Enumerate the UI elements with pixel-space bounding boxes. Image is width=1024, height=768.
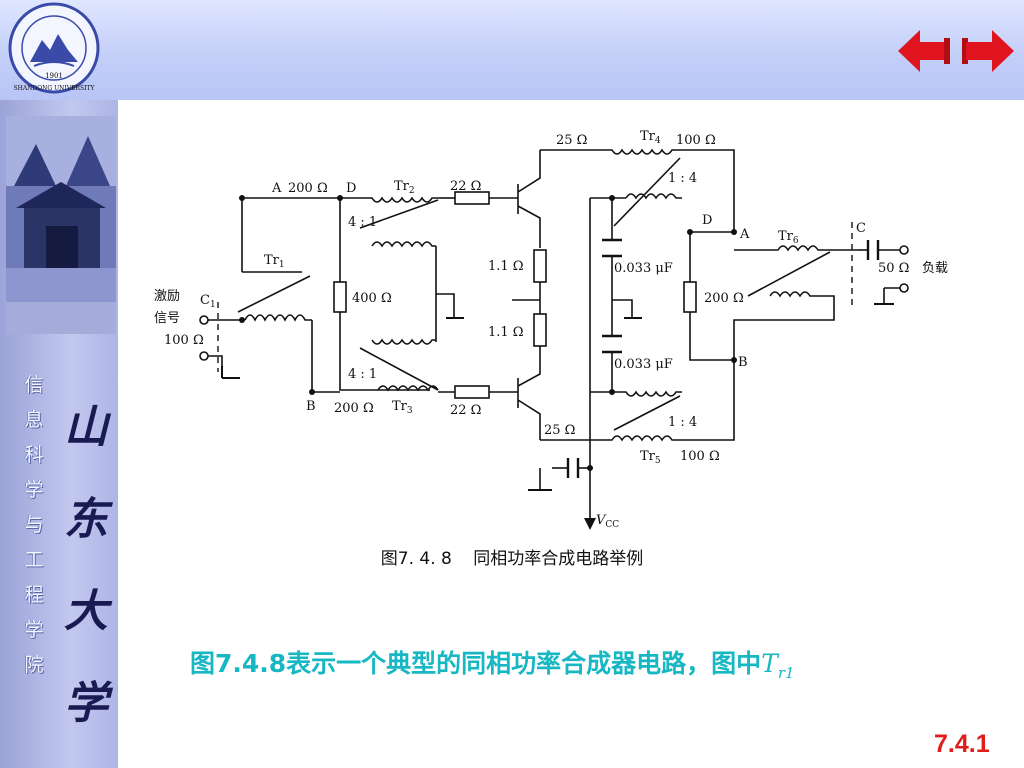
resistor-label: 22 Ω xyxy=(450,179,481,194)
arrow-left-icon[interactable] xyxy=(896,28,952,74)
ratio-label: 4 : 1 xyxy=(348,367,377,382)
capacitor-label: 0.033 μF xyxy=(614,261,673,276)
resistor-label: 100 Ω xyxy=(680,449,720,464)
department-char: 工 xyxy=(24,549,44,571)
figure-caption: 图7. 4. 8 同相功率合成电路举例 xyxy=(0,544,1024,569)
ratio-label: 4 : 1 xyxy=(348,215,377,230)
arrow-right-icon[interactable] xyxy=(960,28,1016,74)
transformer-label: Tr1 xyxy=(264,253,285,270)
page-number: 7.4.1 xyxy=(934,730,990,758)
shandong-university-seal-icon: 1901 SHANDONG UNIVERSITY xyxy=(8,2,100,94)
description-body: 图7.4.8表示一个典型的同相功率合成器电路，图中 xyxy=(190,649,762,678)
description-subscript: r1 xyxy=(777,664,795,682)
load-label: 负载 xyxy=(922,261,948,276)
transformer-label: Tr3 xyxy=(392,399,413,416)
department-char: 与 xyxy=(24,514,44,536)
signal-label: 信号 xyxy=(154,311,180,326)
transformer-label: Tr5 xyxy=(640,449,661,466)
transformer-label: Tr2 xyxy=(394,179,415,196)
power-combiner-circuit-diagram: A 200 Ω D Tr2 22 Ω 4 : 1 Tr1 400 Ω 激励 信号… xyxy=(154,129,948,530)
node-label: C xyxy=(856,221,866,236)
header-bar xyxy=(0,0,1024,100)
capacitor-label: 0.033 μF xyxy=(614,357,673,372)
node-label: A xyxy=(739,227,750,242)
seal-name: SHANDONG UNIVERSITY xyxy=(14,85,96,92)
department-name: 信 息 科 学 与 工 程 学 院 xyxy=(20,368,48,683)
resistor-label: 200 Ω xyxy=(334,401,374,416)
department-char: 息 xyxy=(24,409,44,431)
resistor-label: 50 Ω xyxy=(878,261,909,276)
description-variable: T xyxy=(761,649,778,678)
university-char: 学 xyxy=(64,678,108,729)
vcc-label: VCC xyxy=(596,513,619,530)
department-char: 院 xyxy=(24,654,44,676)
resistor-label: 200 Ω xyxy=(704,291,744,306)
ratio-label: 1 : 4 xyxy=(668,415,697,430)
transformer-label: Tr4 xyxy=(640,129,661,146)
node-label: B xyxy=(738,355,748,370)
node-label: D xyxy=(346,181,356,196)
resistor-label: 200 Ω xyxy=(288,181,328,196)
resistor-label: 1.1 Ω xyxy=(488,259,524,274)
seal-year: 1901 xyxy=(45,72,63,80)
university-char: 东 xyxy=(64,494,108,545)
department-char: 学 xyxy=(24,479,44,501)
figure-title: 同相功率合成电路举例 xyxy=(473,549,644,569)
university-char: 大 xyxy=(64,586,108,637)
node-label: D xyxy=(702,213,712,228)
university-char: 山 xyxy=(64,402,108,453)
node-label: A xyxy=(271,181,282,196)
department-char: 程 xyxy=(24,584,44,606)
description-text: 图7.4.8表示一个典型的同相功率合成器电路，图中Tr1 xyxy=(190,644,795,682)
resistor-label: 25 Ω xyxy=(556,133,587,148)
node-label: B xyxy=(306,399,316,414)
resistor-label: 22 Ω xyxy=(450,403,481,418)
node-label: C1 xyxy=(200,293,216,310)
department-char: 学 xyxy=(24,619,44,641)
department-char: 信 xyxy=(24,374,44,396)
resistor-label: 25 Ω xyxy=(544,423,575,438)
campus-gate-photo-icon xyxy=(6,116,116,334)
resistor-label: 400 Ω xyxy=(352,291,392,306)
university-calligraphy: 山 东 大 学 xyxy=(58,382,114,750)
resistor-label: 100 Ω xyxy=(164,333,204,348)
resistor-label: 100 Ω xyxy=(676,133,716,148)
excite-label: 激励 xyxy=(154,289,180,304)
transformer-label: Tr6 xyxy=(778,229,799,246)
resistor-label: 1.1 Ω xyxy=(488,325,524,340)
figure-number: 图7. 4. 8 xyxy=(380,549,452,569)
ratio-label: 1 : 4 xyxy=(668,171,697,186)
department-char: 科 xyxy=(24,444,44,466)
